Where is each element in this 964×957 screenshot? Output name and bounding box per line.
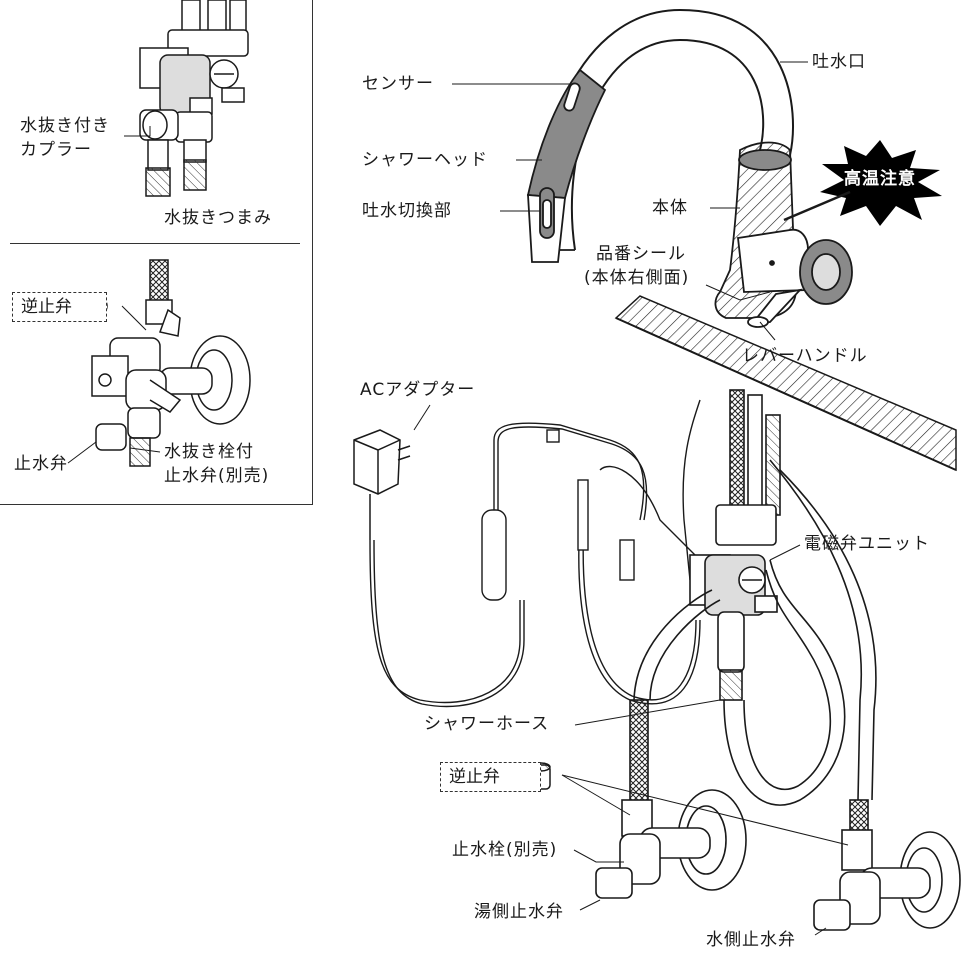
spout-label: 吐水口: [812, 52, 866, 72]
inset-top-coupler-illustration: [139, 0, 249, 197]
hot-stop-valve-label: 湯側止水弁: [474, 902, 564, 922]
cold-stop-valve-label: 水側止水弁: [706, 930, 796, 950]
shower-hose-label: シャワーホース: [424, 714, 550, 734]
ac-adapter-label: ACアダプター: [360, 380, 476, 400]
drain-stopcock-label-line1: 水抜き栓付: [164, 442, 254, 462]
inset-divider: [10, 243, 300, 244]
faucet-illustration: [526, 8, 853, 328]
lever-handle-label: レバーハンドル: [742, 346, 868, 366]
inset-bottom-valve-illustration: [91, 259, 251, 467]
under-sink-leaders: [413, 404, 849, 936]
shower-head-label: シャワーヘッド: [362, 150, 488, 170]
inset-frame: [0, 0, 313, 505]
part-number-seal-label-line2: (本体右側面): [584, 268, 690, 288]
inset-check-valve-label: 逆止弁: [12, 292, 107, 322]
hot-stopcock-illustration: [595, 699, 747, 899]
faucet-leaders: [452, 61, 808, 341]
solenoid-unit-illustration: [689, 389, 781, 701]
hoses: [633, 459, 877, 806]
countertop: [614, 295, 957, 472]
sensor-label: センサー: [362, 74, 434, 94]
cables: [369, 399, 701, 708]
warning-label: 高温注意: [844, 169, 916, 189]
cold-stopcock-illustration: [813, 799, 961, 931]
body-label: 本体: [652, 198, 688, 218]
check-valve-label: 逆止弁: [440, 762, 541, 792]
spray-switch-label: 吐水切換部: [362, 201, 452, 221]
solenoid-unit-label: 電磁弁ユニット: [804, 534, 930, 554]
coupler-label-line1: 水抜き付き: [20, 116, 110, 136]
stopcock-label: 止水栓(別売): [452, 840, 558, 860]
part-number-seal-label-line1: 品番シール: [596, 244, 686, 264]
drain-knob-label: 水抜きつまみ: [164, 208, 272, 228]
ac-adapter-illustration: [353, 429, 411, 540]
inset-stop-valve-label: 止水弁: [14, 454, 68, 474]
warning-starburst: [820, 140, 942, 226]
coupler-label-line2: カプラー: [20, 140, 92, 160]
drain-stopcock-label-line2: 止水弁(別売): [164, 466, 270, 486]
inset-leaders: [67, 126, 161, 464]
